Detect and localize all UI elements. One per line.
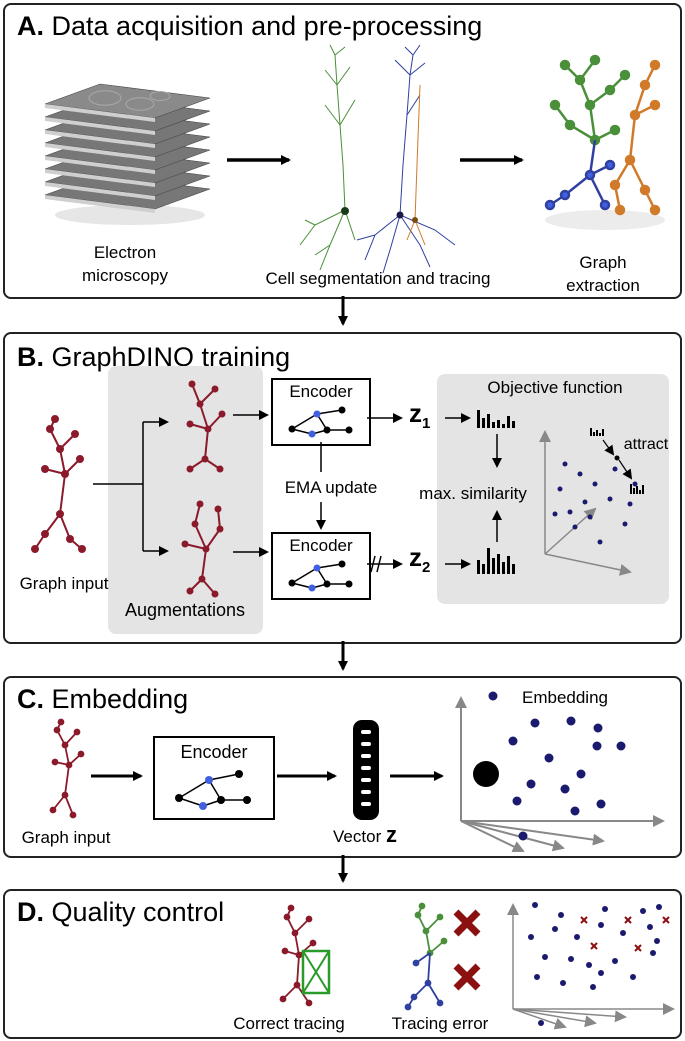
c-graph-input-label: Graph input [21, 828, 111, 847]
arrow-hist1-to-maxsim [492, 434, 502, 468]
embedding-scatter-plot [455, 691, 665, 853]
vector-z-icon [353, 720, 379, 820]
arrow-c-encoder-to-vector [277, 771, 337, 781]
arrow-seg-to-graph [460, 155, 524, 165]
augmentations-box [108, 366, 263, 634]
panel-d: D. Quality control Correct tracing [3, 889, 682, 1039]
vector-z-label: Vector z [315, 822, 415, 848]
panel-d-title: D. Quality control [17, 897, 224, 928]
panel-a-letter: A. [17, 11, 44, 41]
split-arrows [93, 417, 169, 556]
encoder-bottom-graph-icon [288, 560, 353, 592]
extracted-graph-icon [544, 54, 665, 230]
arrow-hist2-to-maxsim [492, 510, 502, 542]
z2-label: z2 [409, 542, 430, 576]
c-graph-input-neuron-icon [49, 718, 85, 819]
c-encoder-box: Encoder [153, 736, 275, 820]
arrow-encoder-to-z1 [367, 413, 403, 423]
graph-label-line1: Graph [579, 253, 627, 272]
correct-check-box-icon [301, 949, 331, 995]
arrow-z1-to-hist [445, 413, 471, 423]
graph-label-line2: extraction [566, 276, 640, 295]
c-encoder-graph-icon [175, 770, 251, 810]
em-label-line1: Electron [93, 243, 157, 262]
z2-letter: z [409, 542, 422, 572]
panel-b-letter: B. [17, 342, 44, 372]
electron-microscopy-stack-icon [44, 83, 211, 225]
c-encoder-label: Encoder [180, 742, 248, 762]
histogram-z2-icon [477, 548, 515, 574]
arrow-c-to-d [338, 855, 348, 883]
panel-c-title: C. Embedding [17, 684, 188, 715]
quality-control-scatter-plot [507, 902, 675, 1030]
attract-label: attract [623, 436, 669, 453]
ema-update-label: EMA update [284, 478, 378, 497]
vector-text: Vector [333, 827, 386, 846]
arrow-b-to-c [338, 641, 348, 671]
augmented-neuron-top-icon [186, 380, 226, 473]
encoder-top-box: Encoder [271, 378, 371, 446]
correct-tracing-neuron-icon [279, 904, 317, 1007]
z1-subscript: 1 [422, 415, 431, 433]
segmented-neurons-icon [299, 44, 456, 274]
objective-scatter-plot [539, 428, 644, 576]
panel-c-letter: C. [17, 684, 44, 714]
objective-function-label: Objective function [487, 378, 623, 397]
panel-c-title-text: Embedding [51, 684, 189, 714]
panel-a-title: A. Data acquisition and pre-processing [17, 11, 482, 42]
graph-input-neuron-icon [31, 415, 86, 553]
encoder-bottom-box: Encoder [271, 532, 371, 600]
arrow-em-to-seg [227, 155, 291, 165]
panel-b: B. GraphDINO training Graph input [3, 332, 682, 644]
z1-label: z1 [409, 398, 430, 432]
max-similarity-label: max. similarity [419, 484, 527, 503]
error-x-top-icon [453, 909, 481, 937]
arrow-c-vector-to-embedding [390, 771, 444, 781]
em-label-line2: microscopy [82, 266, 168, 285]
panel-d-title-text: Quality control [51, 897, 225, 927]
augmentations-label: Augmentations [124, 600, 246, 620]
augmented-neuron-bottom-icon [181, 500, 224, 598]
panel-c: C. Embedding Graph input Encoder [3, 676, 682, 858]
encoder-top-graph-icon [288, 406, 353, 438]
seg-label: Cell segmentation and tracing [265, 269, 491, 288]
arrow-encoder-to-z2-stopgrad [367, 555, 403, 573]
z1-letter: z [409, 398, 422, 428]
arrow-c-input-to-encoder [91, 771, 143, 781]
z2-subscript: 2 [422, 559, 431, 577]
panel-d-letter: D. [17, 897, 44, 927]
arrow-aug-top-to-encoder [233, 410, 269, 420]
embedding-label: Embedding [521, 688, 608, 707]
panel-a: A. Data acquisition and pre-processing [3, 3, 682, 299]
error-x-bottom-icon [453, 963, 481, 991]
b-graph-input-label: Graph input [19, 574, 109, 593]
histogram-z1-icon [477, 410, 515, 428]
arrow-a-to-b [338, 296, 348, 326]
arrow-aug-bottom-to-encoder [233, 547, 269, 557]
encoder-bottom-label: Encoder [289, 536, 353, 555]
vector-z-letter: z [385, 822, 397, 847]
arrow-z2-to-hist [445, 559, 471, 569]
correct-tracing-label: Correct tracing [233, 1014, 345, 1033]
ema-arrows [316, 442, 326, 530]
tracing-error-label: Tracing error [391, 1014, 489, 1033]
tracing-error-neuron-icon [404, 902, 448, 1011]
panel-a-title-text: Data acquisition and pre-processing [51, 11, 483, 41]
encoder-top-label: Encoder [289, 382, 353, 401]
